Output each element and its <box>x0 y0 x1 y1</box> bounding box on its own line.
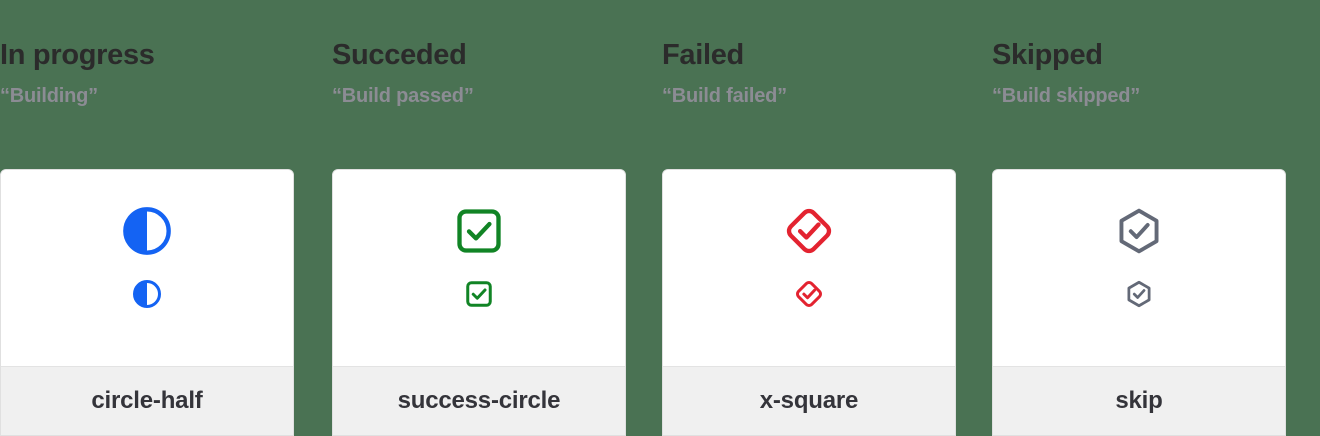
skip-icon-small <box>1124 279 1154 309</box>
icon-card-skip[interactable]: skip <box>991 169 1286 436</box>
icon-card-circle-half[interactable]: circle-half <box>0 169 294 436</box>
circle-half-icon-small <box>132 279 162 309</box>
icon-card-body <box>992 170 1285 366</box>
icon-card-footer: x-square <box>662 366 955 435</box>
icon-name-label: skip <box>1115 387 1163 414</box>
x-square-icon <box>783 205 835 257</box>
status-subtitle: “Build failed” <box>661 85 787 107</box>
status-title: Succeded <box>331 39 467 71</box>
icon-card-body <box>1 170 293 366</box>
skip-icon <box>1113 205 1165 257</box>
status-title: In progress <box>0 39 155 71</box>
icon-card-body <box>332 170 625 366</box>
icon-card-footer: skip <box>992 366 1285 435</box>
status-subtitle: “Building” <box>0 85 98 107</box>
status-title: Skipped <box>991 39 1103 71</box>
icon-name-label: success-circle <box>397 387 561 414</box>
icon-card-success-circle[interactable]: success-circle <box>331 169 626 436</box>
status-subtitle: “Build passed” <box>331 85 474 107</box>
status-column-failed: Failed “Build failed” <box>660 0 990 436</box>
success-circle-icon-small <box>464 279 494 309</box>
status-column-in-progress: In progress “Building” circle- <box>0 0 330 436</box>
status-subtitle: “Build skipped” <box>991 85 1141 107</box>
icon-name-label: circle-half <box>91 387 203 414</box>
x-square-icon-small <box>794 279 824 309</box>
success-circle-icon <box>453 205 505 257</box>
icon-card-footer: circle-half <box>1 366 293 435</box>
icon-card-footer: success-circle <box>332 366 625 435</box>
icon-card-x-square[interactable]: x-square <box>661 169 956 436</box>
status-column-skipped: Skipped “Build skipped” skip <box>990 0 1320 436</box>
icon-name-label: x-square <box>759 387 859 414</box>
status-column-succeded: Succeded “Build passed” succes <box>330 0 660 436</box>
status-title: Failed <box>661 39 744 71</box>
circle-half-icon <box>121 205 173 257</box>
icon-card-body <box>662 170 955 366</box>
